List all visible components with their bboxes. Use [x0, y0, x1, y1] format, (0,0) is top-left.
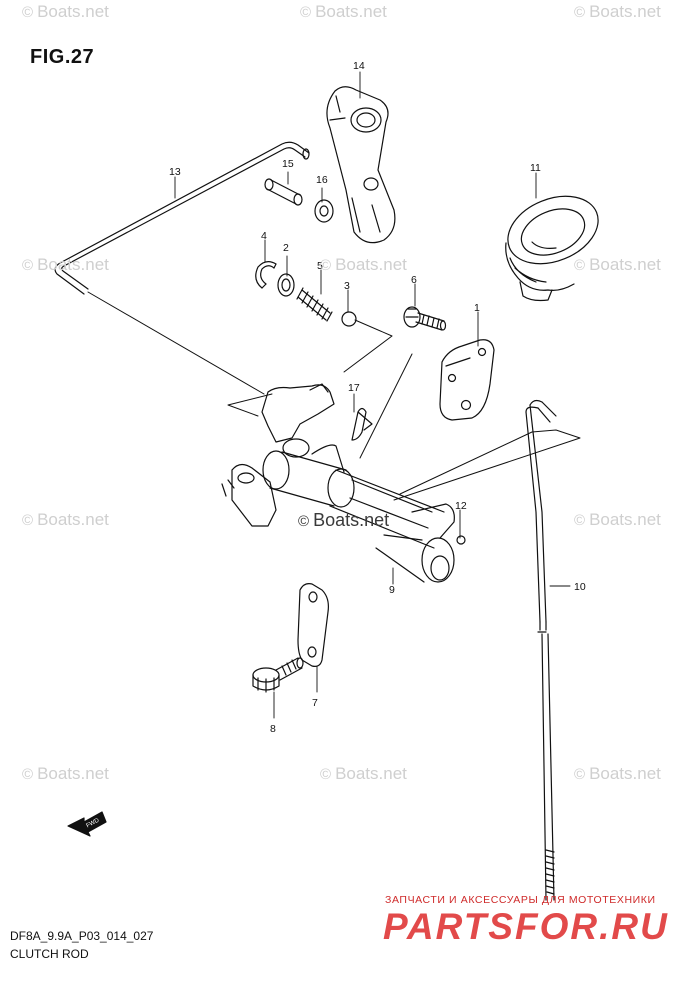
part-10-rod — [525, 399, 557, 901]
part-number-labels: 1 2 3 4 5 6 7 8 9 10 11 12 13 14 15 16 1… — [86, 60, 586, 829]
label-13: 13 — [169, 166, 181, 178]
label-7: 7 — [312, 697, 318, 709]
label-6: 6 — [411, 274, 417, 286]
fwd-arrow-icon — [67, 811, 107, 837]
label-3: 3 — [344, 280, 350, 292]
part-7-link — [297, 583, 329, 667]
label-5: 5 — [317, 260, 323, 272]
part-15-pin — [264, 178, 303, 206]
label-4: 4 — [261, 230, 267, 242]
part-14-lever — [326, 86, 396, 244]
figure-title: FIG.27 — [30, 46, 95, 68]
assembly-leader-lines — [87, 291, 581, 501]
figure-name: CLUTCH ROD — [10, 947, 89, 961]
watermark: ©Boats.net — [22, 510, 109, 529]
watermark: ©Boats.net — [574, 510, 661, 529]
part-5-spring — [296, 287, 333, 322]
part-4-circlip — [255, 261, 277, 289]
watermark: ©Boats.net — [320, 255, 407, 274]
watermark-center: ©Boats.net — [298, 510, 390, 530]
shop-logo: PARTSFOR.RU — [383, 906, 669, 947]
watermark: ©Boats.net — [574, 2, 661, 21]
part-1-plate — [439, 339, 495, 421]
label-10: 10 — [574, 581, 586, 593]
label-2: 2 — [283, 242, 289, 254]
label-14: 14 — [353, 60, 365, 72]
part-6-bolt — [403, 306, 447, 331]
part-16-washer — [314, 199, 334, 223]
watermark: ©Boats.net — [22, 764, 109, 783]
label-9: 9 — [389, 584, 395, 596]
part-9-shaft-assembly — [221, 383, 466, 583]
drawing-code: DF8A_9.9A_P03_014_027 — [10, 929, 154, 943]
watermark: ©Boats.net — [22, 255, 109, 274]
label-12: 12 — [455, 500, 467, 512]
part-17-clip — [351, 407, 373, 441]
watermark: ©Boats.net — [574, 764, 661, 783]
part-3-ball — [341, 311, 357, 327]
label-17: 17 — [348, 382, 360, 394]
watermark: ©Boats.net — [300, 2, 387, 21]
label-11: 11 — [530, 162, 541, 174]
label-15: 15 — [282, 158, 294, 170]
shop-subtitle: ЗАПЧАСТИ И АКСЕССУАРЫ ДЛЯ МОТОТЕХНИКИ — [385, 894, 656, 906]
watermark: ©Boats.net — [320, 764, 407, 783]
label-16: 16 — [316, 174, 328, 186]
label-8: 8 — [270, 723, 276, 735]
watermark: ©Boats.net — [574, 255, 661, 274]
label-1: 1 — [474, 302, 480, 314]
part-2-washer — [277, 273, 295, 297]
part-11-grommet — [505, 195, 599, 302]
watermark: ©Boats.net — [22, 2, 109, 21]
part-13-rod — [54, 141, 310, 295]
part-8-bolt — [252, 657, 304, 693]
callout-leaders — [174, 71, 571, 719]
